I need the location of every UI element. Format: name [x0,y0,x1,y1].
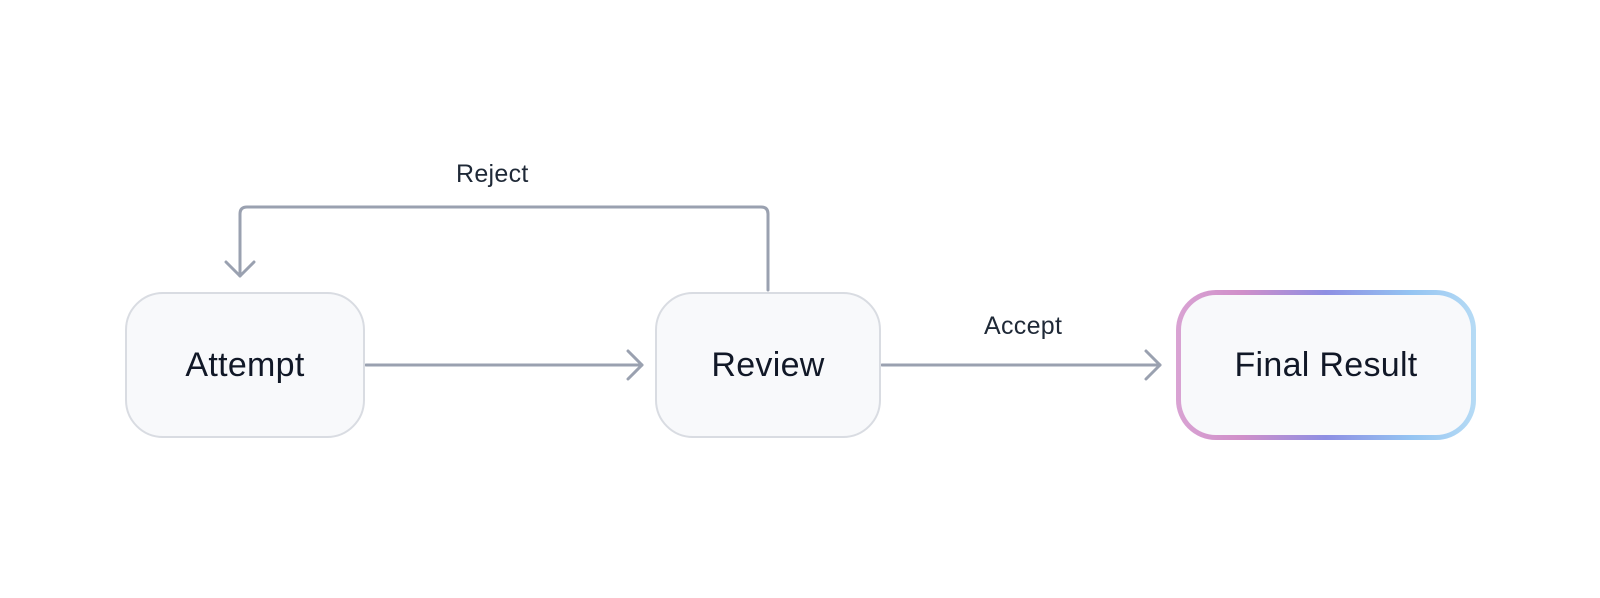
edge-label-reject: Reject [456,160,529,188]
node-review: Review [655,292,881,438]
node-final-result-border: Final Result [1176,290,1476,440]
edge-reject [224,205,770,292]
node-attempt-label: Attempt [185,345,305,384]
edge-attempt-to-review [364,349,644,381]
node-attempt: Attempt [125,292,365,438]
node-final-result-label: Final Result [1234,345,1418,384]
node-final-result: Final Result [1181,295,1471,435]
edge-label-accept: Accept [984,312,1063,340]
node-review-label: Review [711,345,825,384]
edge-accept [880,349,1162,381]
